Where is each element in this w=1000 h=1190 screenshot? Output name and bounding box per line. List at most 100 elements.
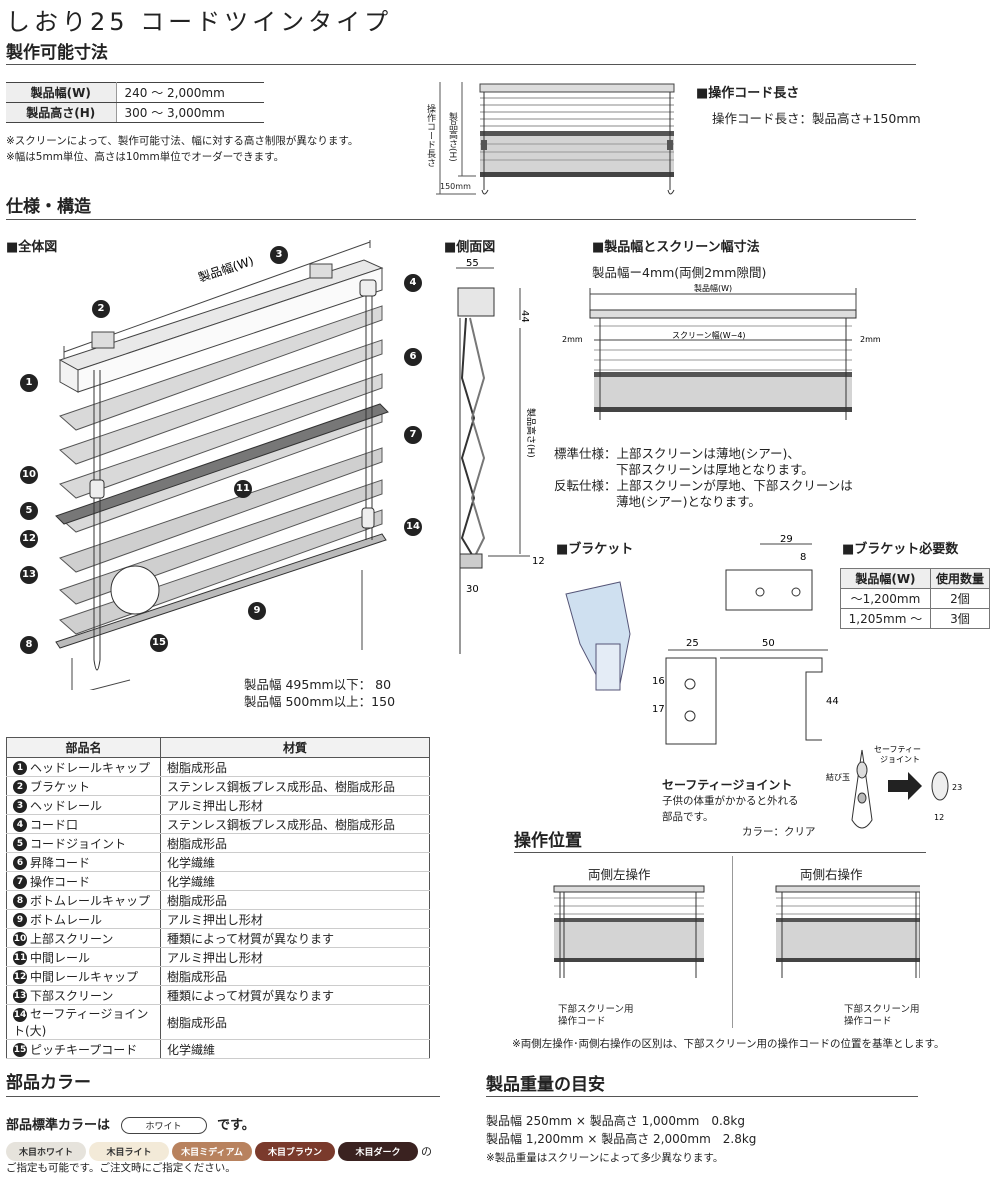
op-position-diagram — [553, 885, 920, 978]
svg-text:2mm: 2mm — [562, 335, 583, 344]
svg-text:製品高さ(H): 製品高さ(H) — [525, 408, 537, 458]
color-chips: 木目ホワイト木目ライト木目ミディアム木目ブラウン木目ダークの — [6, 1140, 432, 1161]
svg-text:12: 12 — [934, 813, 944, 822]
svg-text:8: 8 — [800, 552, 806, 563]
part-number-badge: 13 — [13, 989, 27, 1003]
part-number-badge: 11 — [13, 951, 27, 965]
svg-text:スクリーン幅(W−4): スクリーン幅(W−4) — [672, 330, 746, 340]
screen-heading: ■製品幅とスクリーン幅寸法 — [592, 240, 760, 255]
callout-2: 2 — [92, 300, 110, 318]
callout-1: 1 — [20, 374, 38, 392]
bracket-diagram: 29 8 25 16 17 50 44 — [565, 534, 839, 745]
svg-text:44: 44 — [519, 310, 530, 323]
svg-text:ジョイント: ジョイント — [880, 755, 920, 764]
part-number-badge: 2 — [13, 780, 27, 794]
callout-8: 8 — [20, 636, 38, 654]
std-color-line: 部品標準カラーは ホワイト です。 — [6, 1117, 255, 1134]
table-row: 製品高さ(H)300 ～ 3,000mm — [6, 102, 264, 123]
svg-text:製品幅(W): 製品幅(W) — [694, 283, 732, 293]
op-left-label: 両側左操作 — [588, 867, 651, 882]
svg-text:23: 23 — [952, 783, 962, 792]
color-chip: 木目ダーク — [338, 1142, 418, 1161]
bracket-qty-heading: ■ブラケット必要数 — [842, 542, 959, 557]
sizes-notes: ※スクリーンによって、製作可能寸法、幅に対する高さ制限が異なります。 ※幅は5m… — [6, 135, 359, 163]
overall-heading: ■全体図 — [6, 240, 58, 255]
color-note: ご指定も可能です。ご注文時にご指定ください。 — [6, 1162, 236, 1174]
cord-heading: ■操作コード長さ — [696, 86, 800, 101]
svg-text:17: 17 — [652, 704, 665, 715]
callout-13: 13 — [20, 566, 38, 584]
table-row: 1,205mm ～3個 — [840, 608, 991, 629]
svg-text:25: 25 — [686, 638, 699, 649]
weight-lines: 製品幅 250mm × 製品高さ 1,000mm 0.8kg 製品幅 1,200… — [486, 1114, 757, 1146]
safety-desc: 子供の体重がかかると外れる 部品です。 — [662, 795, 799, 823]
overall-diagram: 製品幅(W) — [55, 240, 389, 690]
bracket-heading: ■ブラケット — [556, 542, 634, 557]
page-title: しおり25 コードツインタイプ — [6, 8, 393, 36]
width-label: 製品幅(W) — [196, 253, 255, 285]
section-op-heading: 操作位置 — [514, 831, 582, 851]
part-number-badge: 6 — [13, 856, 27, 870]
cord-length-vlabel: 操作コード長さ — [425, 104, 435, 167]
cord-length-diagram — [436, 82, 675, 195]
screen-spec-notes: 標準仕様：上部スクリーンは薄地(シアー)、 下部スクリーンは厚地となります。 反… — [554, 446, 853, 509]
svg-text:16: 16 — [652, 676, 665, 687]
callout-11: 11 — [234, 480, 252, 498]
safety-title: セーフティージョイント — [662, 778, 793, 792]
screen-sub: 製品幅ー4mm(両側2mm隙間) — [592, 265, 767, 280]
bottom-dim-note: 製品幅 495mm以下： 80 製品幅 500mm以上：150 — [244, 677, 396, 709]
sizes-table: 製品幅(W)240 ～ 2,000mm 製品高さ(H)300 ～ 3,000mm — [6, 82, 264, 123]
callout-6: 6 — [404, 348, 422, 366]
svg-text:12: 12 — [532, 556, 545, 567]
section-spec-heading: 仕様・構造 — [6, 197, 91, 217]
cord-text: 操作コード長さ：製品高さ+150mm — [712, 111, 921, 126]
svg-text:44: 44 — [826, 696, 839, 707]
callout-10: 10 — [20, 466, 38, 484]
part-number-badge: 3 — [13, 799, 27, 813]
safety-joint-diagram: セーフティー ジョイント 結び玉 23 12 — [826, 745, 962, 829]
part-number-badge: 5 — [13, 837, 27, 851]
color-chip: 木目ホワイト — [6, 1142, 86, 1161]
part-number-badge: 10 — [13, 932, 27, 946]
op-note: ※両側左操作･両側右操作の区別は、下部スクリーン用の操作コードの位置を基準としま… — [512, 1038, 945, 1050]
callout-4: 4 — [404, 274, 422, 292]
svg-text:結び玉: 結び玉 — [826, 772, 850, 782]
callout-3: 3 — [270, 246, 288, 264]
callout-14: 14 — [404, 518, 422, 536]
color-chip: 木目ライト — [89, 1142, 169, 1161]
op-right-label: 両側右操作 — [800, 867, 863, 882]
section-color-heading: 部品カラー — [6, 1073, 91, 1093]
color-chip: 木目ブラウン — [255, 1142, 335, 1161]
part-number-badge: 12 — [13, 970, 27, 984]
part-number-badge: 1 — [13, 761, 27, 775]
part-number-badge: 7 — [13, 875, 27, 889]
dim-150: 150mm — [440, 182, 471, 191]
product-height-vlabel: 製品高さ(H) — [447, 112, 457, 162]
callout-9: 9 — [248, 602, 266, 620]
section-weight-heading: 製品重量の目安 — [486, 1075, 605, 1095]
part-number-badge: 8 — [13, 894, 27, 908]
callout-15: 15 — [150, 634, 168, 652]
svg-text:50: 50 — [762, 638, 775, 649]
table-row: 部品名 材質 — [6, 737, 430, 758]
side-heading: ■側面図 — [444, 240, 496, 255]
section-sizes-heading: 製作可能寸法 — [6, 43, 108, 63]
table-row: 製品幅(W)240 ～ 2,000mm — [6, 82, 264, 103]
std-color-pill: ホワイト — [120, 1117, 207, 1134]
op-right-cord-label: 下部スクリーン用 操作コード — [844, 1004, 920, 1027]
svg-text:29: 29 — [780, 534, 793, 545]
screen-width-diagram: 製品幅(W) スクリーン幅(W−4) 2mm 2mm — [562, 283, 881, 420]
